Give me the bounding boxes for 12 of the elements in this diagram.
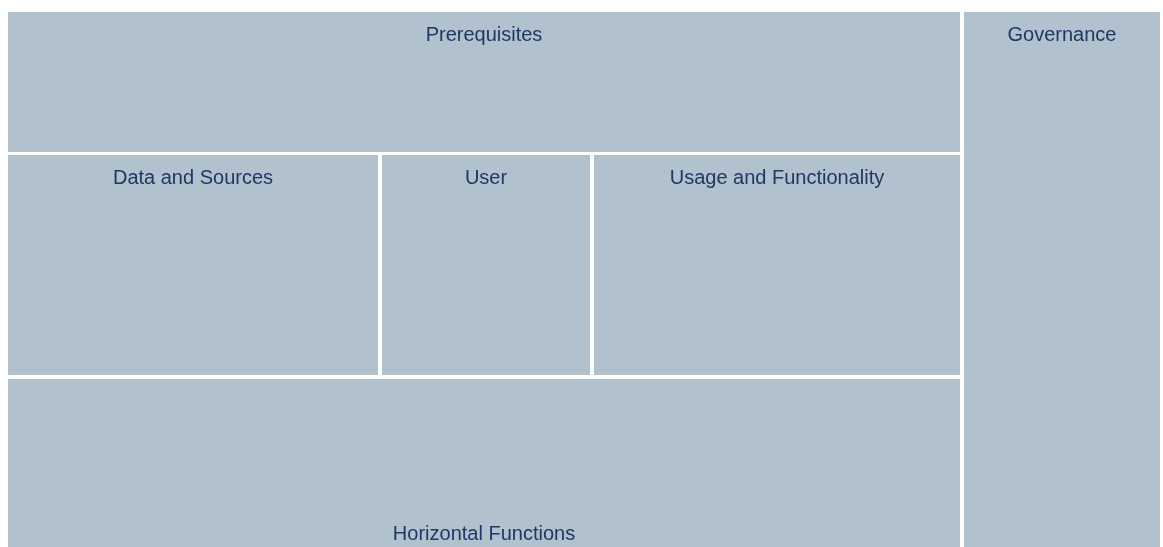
section-box — [8, 379, 960, 547]
section-box — [8, 155, 378, 375]
section-box — [8, 12, 960, 152]
section-box — [964, 12, 1160, 547]
section-box — [594, 155, 960, 375]
section-title: Horizontal Functions — [392, 521, 576, 545]
section-title: Governance — [1007, 22, 1117, 46]
section-title: User — [464, 165, 508, 189]
section-title: Data and Sources — [112, 165, 274, 189]
section-title: Prerequisites — [425, 22, 543, 46]
section-box — [382, 155, 590, 375]
section-title: Usage and Functionality — [669, 165, 885, 189]
